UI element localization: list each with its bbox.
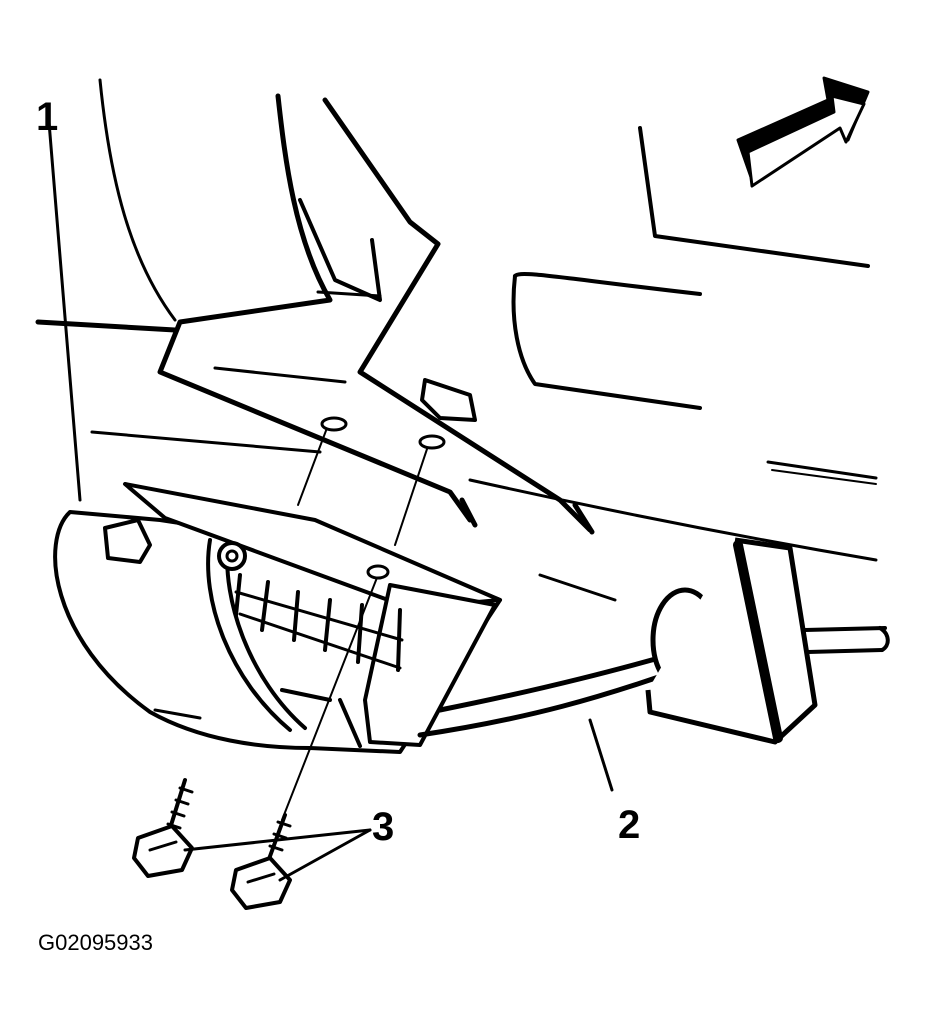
mounting-bracket bbox=[157, 93, 595, 535]
bolt-icon bbox=[132, 778, 194, 878]
bolt-alignment-lines bbox=[281, 416, 446, 821]
figure-id: G02095933 bbox=[38, 930, 153, 955]
callout-2: 2 bbox=[618, 803, 640, 847]
callout-leaders bbox=[183, 718, 614, 882]
callout-1: 1 bbox=[36, 95, 58, 139]
component-2-harness bbox=[417, 537, 890, 745]
component-1-housing bbox=[53, 482, 502, 754]
forward-arrow-icon bbox=[736, 76, 870, 188]
bolt-icon bbox=[230, 813, 292, 910]
callout-3: 3 bbox=[372, 805, 394, 849]
vehicle-body-lines bbox=[35, 78, 878, 602]
